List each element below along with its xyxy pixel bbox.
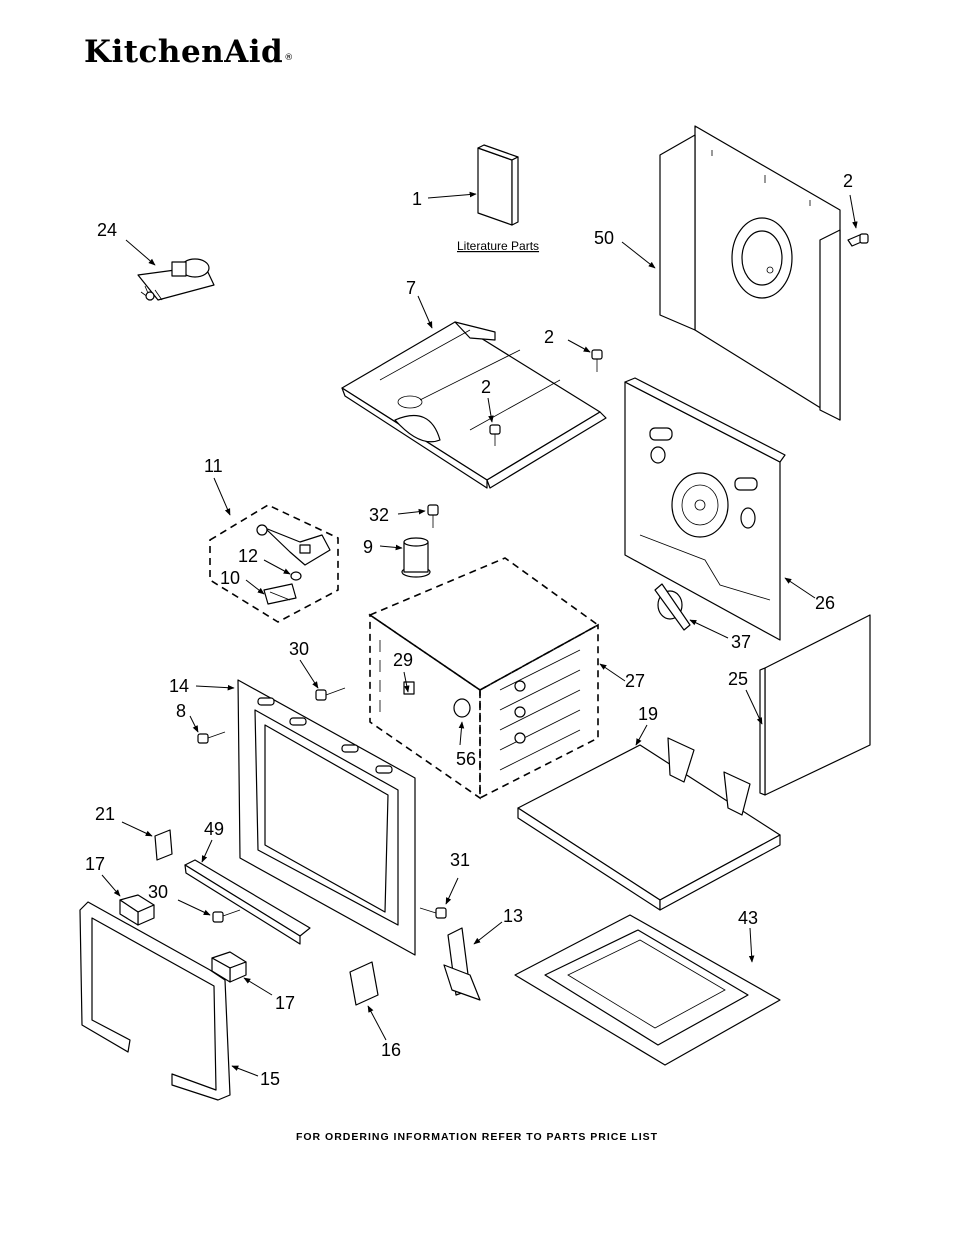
callout-49: 49 <box>204 819 224 839</box>
callout-37: 37 <box>731 632 751 652</box>
callout-9: 9 <box>363 537 373 557</box>
part-19-top-plate <box>517 737 781 911</box>
callout-10: 10 <box>220 568 240 588</box>
callout-7: 7 <box>406 278 416 298</box>
part-24-switch-assembly <box>137 258 215 301</box>
callout-27: 27 <box>625 671 645 691</box>
callout-14: 14 <box>169 676 189 696</box>
callout-2-lower: 2 <box>481 377 491 397</box>
part-27-oven-cavity <box>368 557 600 800</box>
callout-29: 29 <box>393 650 413 670</box>
callout-25: 25 <box>728 669 748 689</box>
part-9-vent-tube <box>401 537 431 578</box>
brand-name: KitchenAid <box>84 34 284 70</box>
part-30-screw-upper <box>315 687 346 701</box>
callout-15: 15 <box>260 1069 280 1089</box>
kitchenaid-logo: KitchenAid® <box>84 34 294 70</box>
part-16-bracket <box>349 961 379 1006</box>
part-50-back-panel <box>659 125 841 421</box>
callout-1: 1 <box>412 189 422 209</box>
callout-24: 24 <box>97 220 117 240</box>
part-37-sensor <box>654 583 691 631</box>
callout-32: 32 <box>369 505 389 525</box>
literature-parts-label: Literature Parts <box>457 239 539 253</box>
registered-mark: ® <box>284 53 294 63</box>
callout-56: 56 <box>456 749 476 769</box>
part-1-literature-booklet <box>477 144 519 226</box>
ordering-footer: FOR ORDERING INFORMATION REFER TO PARTS … <box>295 1131 659 1143</box>
callout-labels: 1 2 24 50 7 2 2 11 32 9 12 10 30 29 14 8… <box>85 171 853 1089</box>
callout-2-middle: 2 <box>544 327 554 347</box>
callout-8: 8 <box>176 701 186 721</box>
part-25-insulation-panel <box>759 614 871 796</box>
part-2-screw-upper <box>847 233 869 247</box>
callout-17-lower: 17 <box>275 993 295 1013</box>
part-13-bracket <box>443 927 481 1001</box>
callout-16: 16 <box>381 1040 401 1060</box>
part-30-screw-lower <box>212 909 241 923</box>
callout-26: 26 <box>815 593 835 613</box>
callout-2-upper: 2 <box>843 171 853 191</box>
part-15-gasket <box>79 901 231 1101</box>
callout-13: 13 <box>503 906 523 926</box>
part-21-clip <box>154 829 173 861</box>
part-17-block-upper <box>119 894 155 926</box>
callout-21: 21 <box>95 804 115 824</box>
part-11-light-assembly-group <box>209 504 339 623</box>
part-43-bottom-pan <box>514 914 781 1066</box>
callout-11: 11 <box>204 456 223 476</box>
callout-19: 19 <box>638 704 658 724</box>
callout-30-upper: 30 <box>289 639 309 659</box>
part-17-block-lower <box>211 951 247 983</box>
callout-12: 12 <box>238 546 258 566</box>
callout-17-upper: 17 <box>85 854 105 874</box>
part-31-screw <box>419 907 447 919</box>
part-14-front-frame <box>237 679 416 956</box>
callout-43: 43 <box>738 908 758 928</box>
part-8-screw <box>197 731 226 744</box>
callout-leaders <box>101 191 858 1077</box>
callout-31: 31 <box>450 850 470 870</box>
part-26-rear-wall <box>624 377 786 641</box>
callout-50: 50 <box>594 228 614 248</box>
part-49-strip <box>184 859 311 945</box>
part-7-top-cover <box>341 321 607 489</box>
part-2-screw-top-cover <box>489 349 603 446</box>
part-32-screw <box>427 504 439 528</box>
callout-30-lower: 30 <box>148 882 168 902</box>
